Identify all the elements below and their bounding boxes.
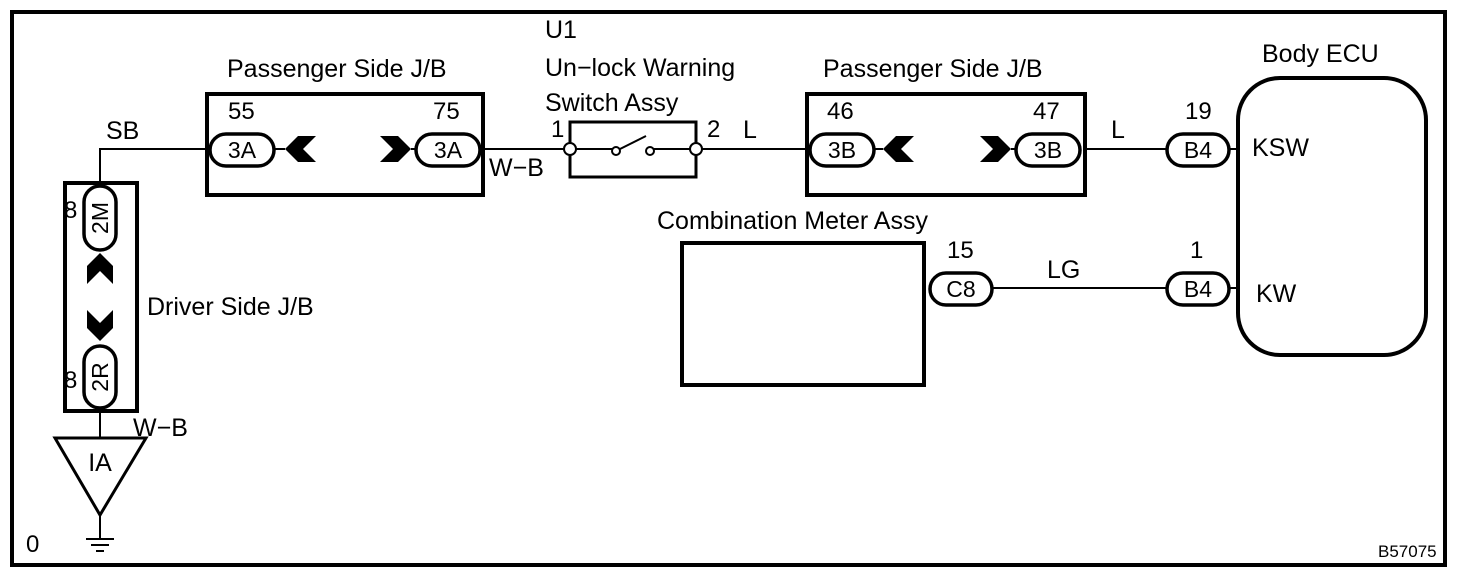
- combination-meter-title: Combination Meter Assy: [657, 207, 928, 235]
- pin-label-8-bottom: 8: [64, 367, 77, 394]
- passenger-jb-right: [805, 92, 1087, 197]
- connector-c8: [928, 271, 994, 307]
- switch-contact-right: [645, 146, 655, 156]
- pin-label-46: 46: [827, 98, 854, 125]
- combination-meter: [680, 241, 994, 387]
- pin-label-19: 19: [1185, 98, 1212, 125]
- switch-lever: [619, 135, 647, 150]
- body-ecu-box: [1236, 76, 1428, 357]
- ground-code: IA: [88, 449, 112, 477]
- switch-pin-1: 1: [551, 116, 564, 143]
- switch-pin-2: 2: [707, 116, 720, 143]
- connector-2m: [82, 184, 118, 252]
- switch-contact-left: [611, 146, 621, 156]
- switch-terminal-2: [689, 142, 703, 156]
- switch-terminal-1: [563, 142, 577, 156]
- body-ecu-title: Body ECU: [1262, 40, 1379, 68]
- pin-label-47: 47: [1033, 98, 1060, 125]
- unlock-warning-switch: [563, 120, 703, 179]
- passenger-jb-right-title: Passenger Side J/B: [823, 55, 1043, 83]
- body-ecu: [1165, 76, 1428, 357]
- diagram-frame: [10, 10, 1447, 567]
- connector-2r: [82, 344, 118, 410]
- connector-3a-in-label: 3A: [228, 137, 257, 163]
- connector-3b-out-label: 3B: [1034, 137, 1062, 163]
- corner-label: 0: [26, 531, 39, 558]
- connector-b4-kw: [1165, 271, 1231, 307]
- pin-label-75: 75: [433, 98, 460, 125]
- labels: Passenger Side J/B 55 75 3A 3A U1 Un−loc…: [26, 16, 1437, 561]
- switch-title-line2: Switch Assy: [545, 89, 679, 117]
- connector-3a-out-label: 3A: [434, 137, 463, 163]
- switch-title-line1: Un−lock Warning: [545, 54, 735, 82]
- pin-label-15: 15: [947, 237, 974, 264]
- connector-c8-label: C8: [946, 276, 975, 302]
- terminal-ksw: KSW: [1252, 134, 1309, 162]
- connector-b4-kw-label: B4: [1184, 276, 1212, 302]
- passenger-jb-left-title: Passenger Side J/B: [227, 55, 447, 83]
- ground-icon: [86, 538, 114, 552]
- connector-3b-in-label: 3B: [828, 137, 856, 163]
- ground: [52, 436, 149, 552]
- connector-2r-label: 2R: [87, 362, 113, 391]
- wire-label-wb-switch: W−B: [489, 154, 544, 182]
- connector-b4-ksw-label: B4: [1184, 137, 1212, 163]
- pin-label-1: 1: [1190, 237, 1203, 264]
- driver-jb: [63, 181, 139, 413]
- ground-triangle: [52, 436, 149, 518]
- figure-code: B57075: [1378, 542, 1437, 561]
- passenger-jb-left: [205, 92, 485, 197]
- wire-label-l-ecu: L: [1111, 116, 1125, 144]
- wire-label-l-switch: L: [743, 116, 757, 144]
- switch-code: U1: [545, 16, 577, 44]
- pin-label-8-top: 8: [64, 197, 77, 224]
- connector-b4-ksw: [1165, 132, 1231, 168]
- wire-label-sb: SB: [106, 117, 139, 145]
- driver-jb-title: Driver Side J/B: [147, 293, 314, 321]
- combination-meter-box: [680, 241, 926, 387]
- wire-label-lg: LG: [1047, 256, 1080, 284]
- connector-2m-label: 2M: [87, 202, 113, 234]
- wire-label-wb-ground: W−B: [133, 414, 188, 442]
- terminal-kw: KW: [1256, 280, 1297, 308]
- pin-label-55: 55: [228, 98, 255, 125]
